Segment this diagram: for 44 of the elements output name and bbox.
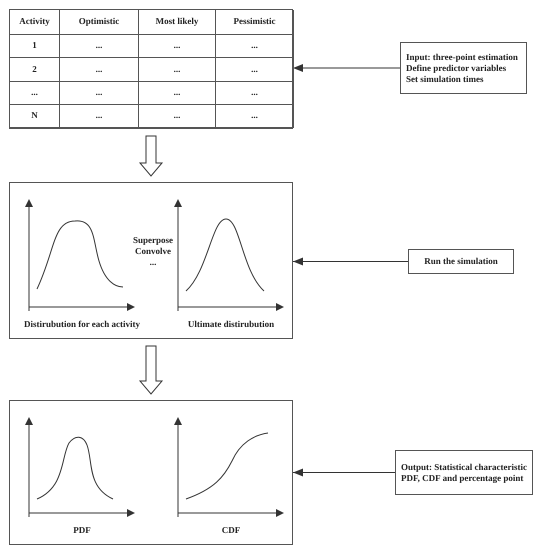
note-text: Set simulation times [406, 74, 484, 84]
estimation-table [9, 9, 293, 129]
table-cell: ... [10, 82, 60, 105]
column-header: Optimistic [60, 10, 139, 35]
panel-box [9, 182, 293, 339]
operation-text: Convolve [135, 246, 171, 257]
note-text: Define predictor variables [406, 62, 508, 74]
table-cell: ... [216, 58, 294, 82]
table-cell: 1 [10, 35, 60, 58]
operation-text: Superpose [133, 235, 173, 246]
table-cell: ... [139, 104, 216, 128]
chart-caption: CDF [222, 524, 240, 537]
column-header: Most likely [139, 10, 216, 35]
table-cell: ... [216, 104, 294, 128]
column-header: Pessimistic [216, 10, 294, 35]
table-cell: ... [60, 82, 139, 105]
table-cell: ... [60, 104, 139, 128]
block-arrow [138, 346, 164, 395]
block-arrow [138, 136, 164, 177]
operation-text: ... [150, 257, 156, 268]
table-cell: ... [60, 35, 139, 58]
note-box [400, 42, 527, 94]
arrow [292, 468, 396, 476]
table-cell: ... [139, 58, 216, 82]
note-text: Input: three-point estimation [406, 52, 519, 62]
table-cell: ... [60, 58, 139, 82]
chart-caption: Ultimate distirubution [188, 318, 274, 331]
arrow [292, 258, 408, 266]
table-cell: ... [139, 35, 216, 58]
note-text: Output: Statistical characteristic [401, 462, 527, 472]
table-cell: N [10, 104, 60, 128]
panel-box [9, 400, 293, 545]
note-text: Run the simulation [423, 256, 499, 267]
table-cell: 2 [10, 58, 60, 82]
table-cell: ... [139, 82, 216, 105]
table-cell: ... [216, 35, 294, 58]
chart-caption: Distirubution for each activity [24, 318, 140, 331]
column-header: Activity [10, 10, 60, 35]
note-text: PDF, CDF and percentage point [401, 472, 524, 484]
note-box [395, 450, 533, 495]
table-cell: ... [216, 82, 294, 105]
arrow [292, 64, 400, 72]
chart-caption: PDF [73, 524, 91, 537]
note-box [408, 249, 514, 274]
